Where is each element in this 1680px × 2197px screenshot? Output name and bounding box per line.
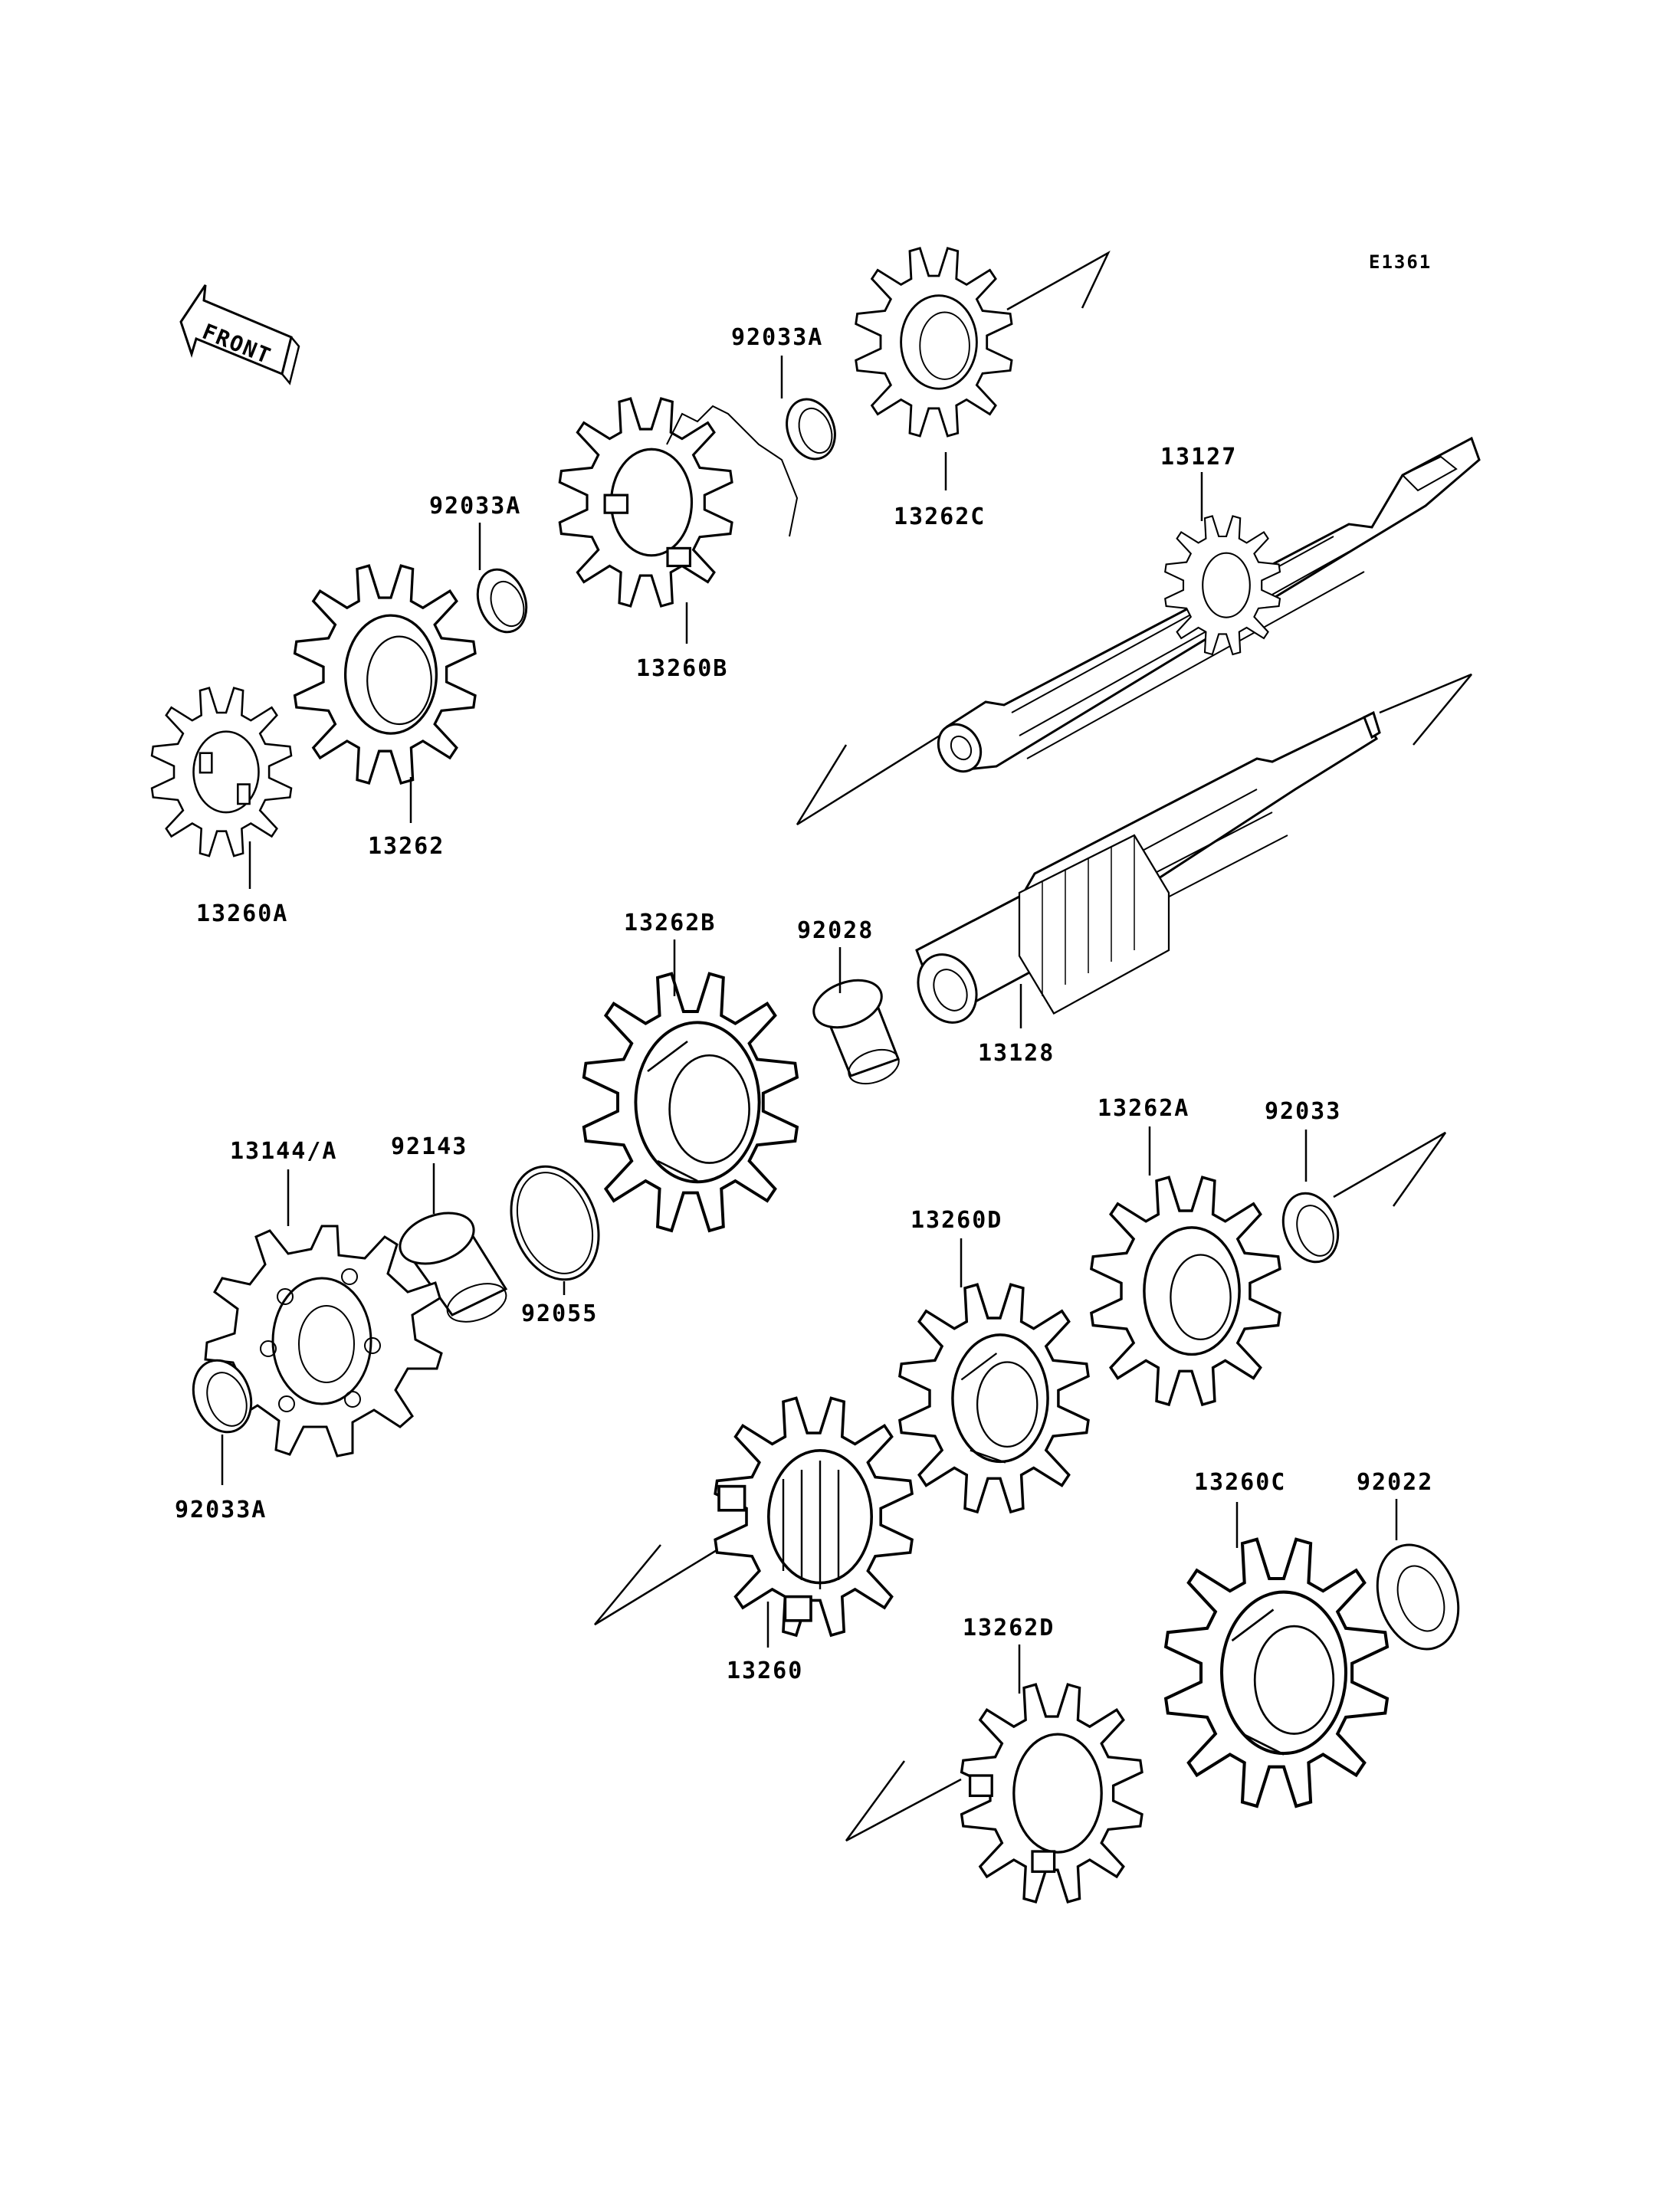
label-92033: 92033 xyxy=(1265,1098,1341,1125)
gear-13260b-rear xyxy=(666,405,799,537)
gear-13260c xyxy=(1166,1540,1387,1806)
label-92033a-low: 92033A xyxy=(175,1497,267,1523)
gear-13262 xyxy=(293,564,477,785)
label-92143: 92143 xyxy=(391,1133,468,1160)
gear-13127-fixed xyxy=(1164,515,1281,656)
axis-lines xyxy=(594,250,1472,1842)
label-13127: 13127 xyxy=(1160,444,1237,471)
label-13260b: 13260B xyxy=(636,655,728,682)
label-92055: 92055 xyxy=(521,1300,598,1327)
leader-lines xyxy=(221,356,1398,1694)
label-13262: 13262 xyxy=(368,833,445,860)
circlip-92033a-low xyxy=(192,1359,253,1434)
gear-13260a xyxy=(150,687,293,857)
label-13262c: 13262C xyxy=(894,503,986,530)
collar-92143 xyxy=(399,1212,508,1323)
label-13262b: 13262B xyxy=(624,910,716,936)
gear-13262c xyxy=(855,247,1013,438)
label-13128: 13128 xyxy=(978,1040,1055,1067)
label-13144a: 13144/A xyxy=(230,1138,337,1165)
front-arrow-icon: FRONT xyxy=(179,284,300,385)
gear-13260b xyxy=(558,397,733,608)
label-13260: 13260 xyxy=(727,1658,803,1684)
shaft-13128-gear xyxy=(1018,834,1170,1015)
label-92022: 92022 xyxy=(1357,1469,1433,1496)
shaft-13128-spline-end xyxy=(917,953,978,1024)
circlip-92033 xyxy=(1281,1192,1340,1264)
gear-13262d xyxy=(960,1683,1144,1904)
label-13260d: 13260D xyxy=(911,1207,1002,1234)
gear-13262a xyxy=(1090,1176,1281,1406)
label-13262a: 13262A xyxy=(1098,1095,1189,1122)
gear-13260d xyxy=(898,1283,1090,1513)
label-92028: 92028 xyxy=(797,917,874,944)
label-13262d: 13262D xyxy=(963,1615,1055,1641)
gear-13262b xyxy=(582,972,799,1232)
circlip-92033a-mid xyxy=(476,568,528,634)
label-13260c: 13260C xyxy=(1194,1469,1286,1496)
gear-13260 xyxy=(714,1396,914,1637)
diagram-code: E1361 xyxy=(1369,251,1432,273)
washer-92022 xyxy=(1376,1543,1460,1651)
circlip-92055 xyxy=(510,1165,600,1281)
collar-92028 xyxy=(812,979,900,1085)
part-labels: 92033A 13262C 13127 92033A 13260B 13262 … xyxy=(175,324,1433,1684)
label-92033a-mid: 92033A xyxy=(429,493,521,520)
sprocket-13144a xyxy=(204,1225,443,1458)
circlip-92033a-top xyxy=(786,398,836,461)
label-13260a: 13260A xyxy=(196,900,288,927)
label-92033a-top: 92033A xyxy=(731,324,823,351)
